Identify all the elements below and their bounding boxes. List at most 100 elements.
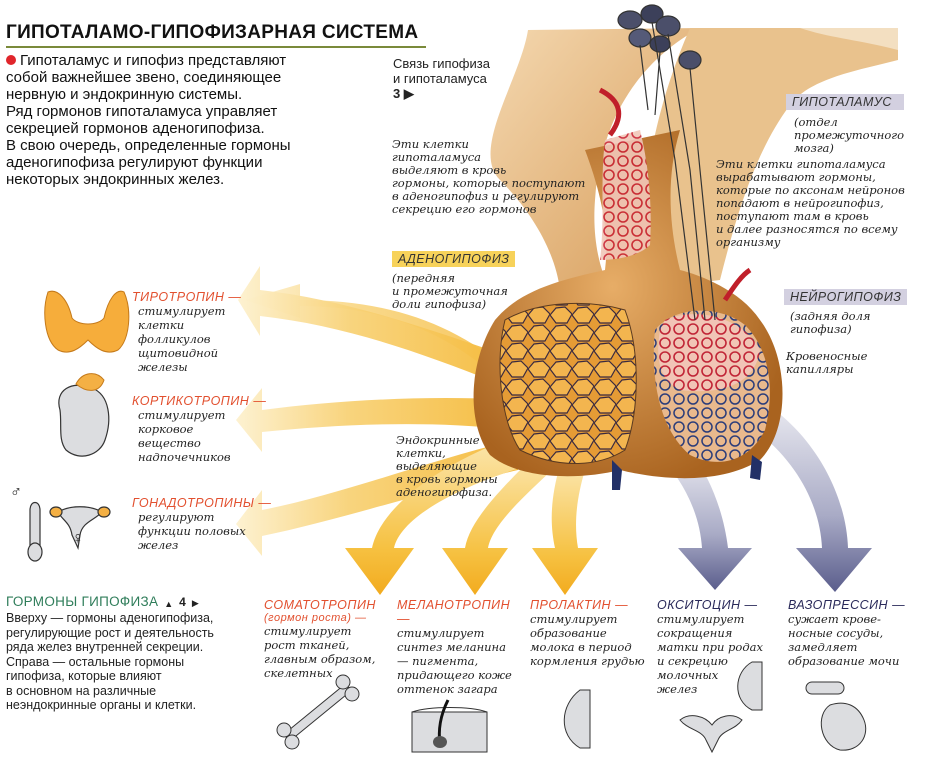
pituitary-hormones-caption: ГОРМОНЫ ГИПОФИЗА ▲ 4 ▶ Вверху — гормоны … [6,594,214,713]
intro-line: собой важнейшее звено, соединяющее [6,69,282,86]
text-line: — пигмента, [397,654,479,668]
hormone-name: КОРТИКОТРОПИН [132,394,250,408]
hypothalamus-tag: ГИПОТАЛАМУС [786,94,904,110]
text-line: в аденогипофиз и регулируют [392,189,580,203]
hormone-name: СОМАТОТРОПИН [264,598,376,612]
text-line: носные сосуды, [788,626,884,640]
gonads-icon [27,501,111,562]
neuro-cells-text: Эти клетки гипоталамуса вырабатывают гор… [716,158,916,249]
text-line: (отдел [794,115,838,129]
text-line: кормления грудью [530,654,645,668]
text-line: выделяющие [396,459,477,473]
intro-line: Гипоталамус и гипофиз представляют [20,52,287,69]
link-ref-line: Связь гипофиза [393,56,490,71]
text-line: стимулирует [397,626,485,640]
caption-number: 4 [179,595,186,609]
text-line: железы [138,360,188,374]
text-line: стимулирует [138,304,226,318]
text-line: клетки [138,318,185,332]
text-line: замедляет [788,640,858,654]
text-line: в кровь гормоны [396,472,498,486]
text-line: корковое [138,422,194,436]
text-line: молочных [657,668,719,682]
breast-icon [563,689,591,749]
hormone-corticotropin: КОРТИКОТРОПИН — стимулирует корковое вещ… [132,394,267,464]
pituitary-gland [473,87,783,490]
text-line: синтез меланина [397,640,506,654]
bottom-hormone-arrows [345,440,598,595]
text-line: фолликулов [138,332,211,346]
text-line: сужает крове- [788,612,881,626]
intro-line: нервную и эндокринную системы. [6,86,243,103]
link-reference[interactable]: Связь гипофиза и гипоталамуса 3 ▶ [393,56,490,101]
text-line: Эти клетки гипоталамуса [716,157,886,171]
neurohypophysis-label: НЕЙРОГИПОФИЗ (задняя доля гипофиза) [784,288,908,336]
bone-icon [276,674,360,750]
caption-title: ГОРМОНЫ ГИПОФИЗА [6,594,159,609]
text-line: щитовидной [138,346,219,360]
text-line: сокращения [657,626,733,640]
text-line: стимулирует [264,624,352,638]
text-line: функции половых [138,524,246,538]
text-line: и секрецию [657,654,728,668]
triangle-right-icon: ▶ [191,598,199,608]
hormone-oxytocin: ОКСИТОЦИН — стимулирует сокращения матки… [657,598,777,696]
text-line: гипофиза, которые влияют [6,669,162,683]
hormone-note: (гормон роста) [264,612,352,624]
text-line: поступают там в кровь [716,209,869,223]
hormone-melanotropin: МЕЛАНОТРОПИН — стимулирует синтез мелани… [397,598,527,696]
male-symbol-icon: ♂ [10,484,22,501]
play-arrow-icon: ▶ [403,86,414,101]
intro-line: В свою очередь, определенные гормоны [6,137,291,154]
adenohypophysis-label: АДЕНОГИПОФИЗ (передняя и промежуточная д… [392,250,516,311]
intro-line: секрецией гормонов аденогипофиза. [6,120,265,137]
capillaries-label: Кровеносные капилляры [786,350,867,376]
text-line: Справа — остальные гормоны [6,654,185,669]
text-line: неэндокринные органы и клетки. [6,698,197,712]
text-line: Кровеносные [786,349,868,363]
hormone-vasopressin: ВАЗОПРЕССИН — сужает крове- носные сосуд… [788,598,928,668]
text-line: и промежуточная [392,284,508,298]
text-line: капилляры [786,362,854,376]
hormone-name: ОКСИТОЦИН [657,598,741,612]
text-line: Вверху — гормоны аденогипофиза, [6,611,214,625]
text-line: придающего коже [397,668,512,682]
page-title: ГИПОТАЛАМО-ГИПОФИЗАРНАЯ СИСТЕМА [6,22,419,43]
text-line: Эндокринные [396,433,480,447]
adeno-cells-text: Эти клетки гипоталамуса выделяют в кровь… [392,138,592,216]
endocrine-cells-label: Эндокринные клетки, выделяющие в кровь г… [396,434,498,499]
text-line: организму [716,235,781,249]
bullet-dot-icon [6,55,16,65]
text-line: (задняя доля [790,309,871,323]
hormone-somatotropin: СОМАТОТРОПИН (гормон роста) — стимулируе… [264,598,399,680]
text-line: гормоны, которые поступают [392,176,586,190]
text-line: стимулирует [530,612,618,626]
hormone-name: ВАЗОПРЕССИН [788,598,889,612]
intro-line: аденогипофиза регулируют функции [6,154,263,171]
text-line: матки при родах [657,640,763,654]
text-line: молока в период [530,640,632,654]
adenohypophysis-tag: АДЕНОГИПОФИЗ [392,251,516,267]
hormone-name: ГОНАДОТРОПИНЫ [132,496,255,510]
text-line: аденогипофиза. [396,485,493,499]
text-line: образование мочи [788,654,900,668]
uterus-breast-icon [679,661,763,754]
neurosecretory-neurons [617,4,716,321]
hormone-name: МЕЛАНОТРОПИН [397,598,511,612]
text-line: (передняя [392,271,455,285]
text-line: в основном на различные [6,683,157,698]
title-underline [6,46,426,48]
vessel-kidney-icon [805,681,867,751]
text-line: регулируют [138,510,215,524]
text-line: желез [138,538,179,552]
text-line: вырабатывают гормоны, [716,170,876,184]
female-symbol-icon: ♀ [72,530,84,547]
intro-line: Ряд гормонов гипоталамуса управляет [6,103,278,120]
text-line: стимулирует [138,408,226,422]
text-line: вещество [138,436,201,450]
text-line: доли гипофиза) [392,297,487,311]
text-line: ряда желез внутренней секреции. [6,640,204,654]
intro-line: некоторых эндокринных желез. [6,171,225,188]
text-line: оттенок загара [397,682,498,696]
